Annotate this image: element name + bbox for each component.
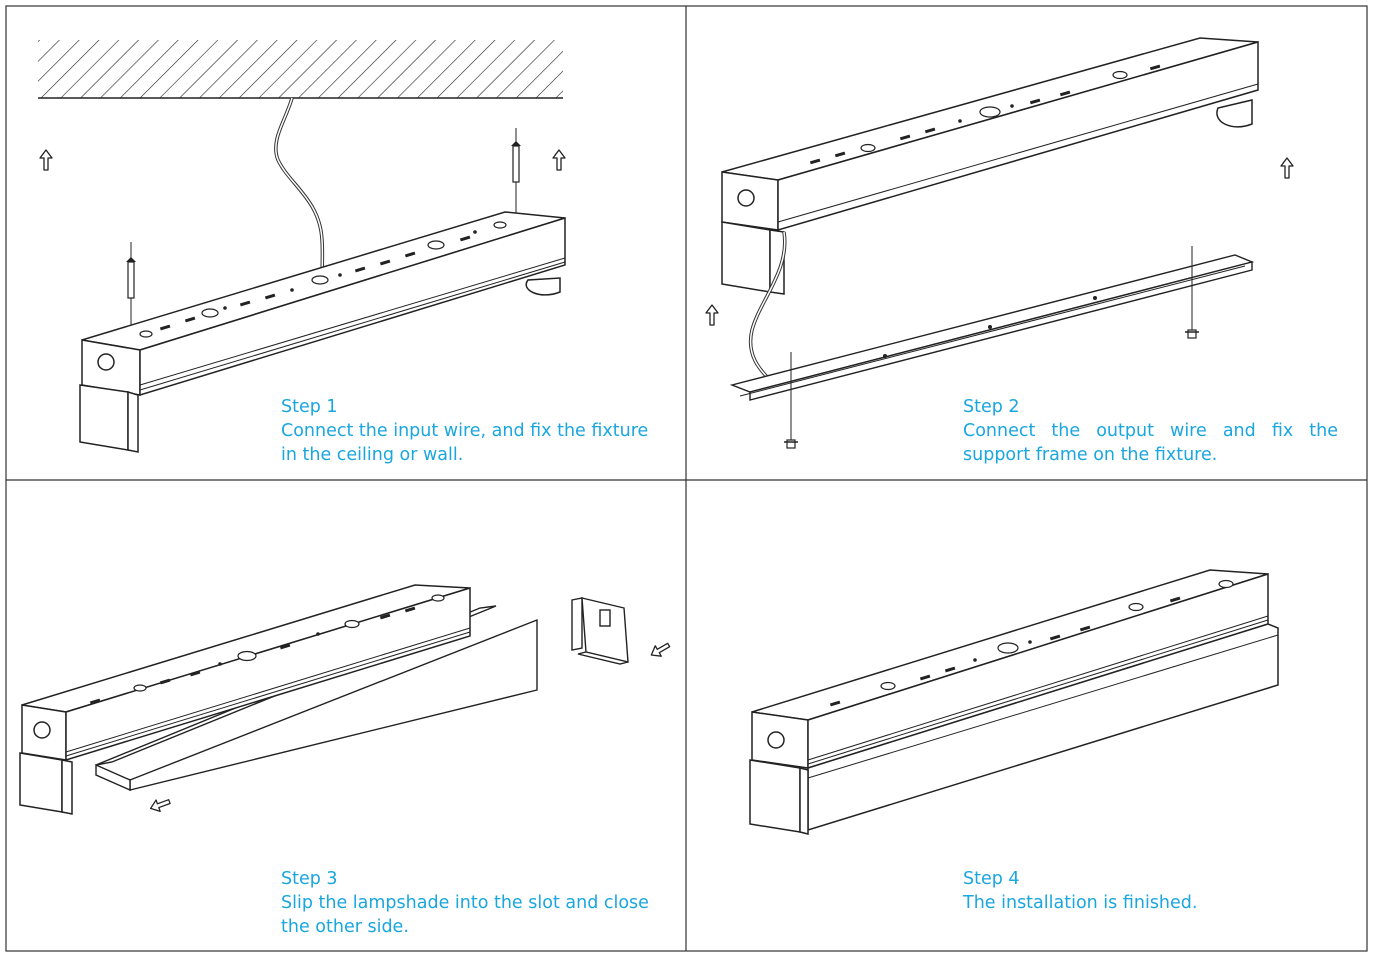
step-description: Slip the lampshade into the slot and clo… (281, 893, 649, 937)
up-arrow-icon (1280, 157, 1294, 179)
step-description: Connect the input wire, and fix the fixt… (281, 421, 649, 465)
panel-step-4 (749, 569, 1279, 835)
fixture (79, 211, 566, 453)
up-arrow-icon (552, 149, 566, 171)
step-title: Step 2 (963, 397, 1020, 417)
step-title: Step 3 (281, 869, 338, 889)
panel-step-3 (19, 584, 673, 815)
screw-icon (126, 242, 136, 330)
fixture (19, 584, 471, 815)
screw-icon (784, 352, 798, 449)
panel-step-2 (705, 37, 1294, 449)
screw-icon (1185, 246, 1199, 339)
step-title: Step 4 (963, 869, 1020, 889)
step-1-caption: Step 1 Connect the input wire, and fix t… (281, 395, 667, 467)
step-description: The installation is finished. (963, 893, 1198, 913)
support-frame (729, 254, 1255, 401)
up-arrow-icon (705, 304, 719, 326)
step-4-caption: Step 4 The installation is finished. (963, 867, 1343, 915)
screw-icon (511, 128, 521, 215)
panel-grid (5, 5, 1368, 952)
step-description: Connect the output wire and fix the supp… (963, 421, 1338, 465)
ceiling-hatch (38, 40, 563, 99)
step-3-caption: Step 3 Slip the lampshade into the slot … (281, 867, 671, 939)
panel-step-1 (38, 40, 566, 453)
end-cap (571, 597, 629, 665)
step-title: Step 1 (281, 397, 338, 417)
step-2-caption: Step 2 Connect the output wire and fix t… (963, 395, 1338, 467)
fixture (749, 569, 1279, 835)
up-arrow-icon (39, 149, 53, 171)
arrow-icon (147, 795, 173, 815)
fixture (721, 37, 1259, 295)
arrow-icon (647, 639, 673, 661)
